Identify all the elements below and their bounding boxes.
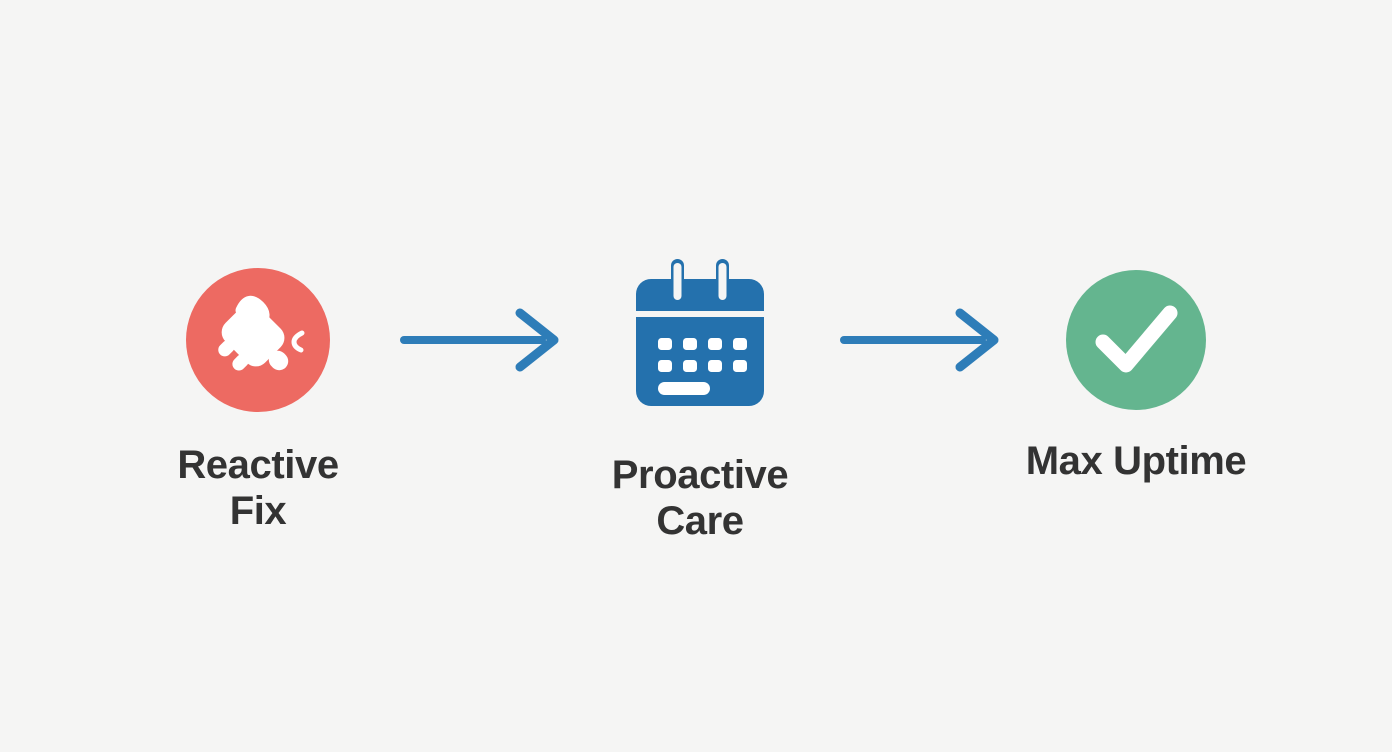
max-uptime-icon-badge	[1065, 269, 1207, 411]
arrow-right-icon	[840, 308, 999, 372]
broken-plug-icon	[186, 268, 330, 412]
arrow-right-icon	[400, 308, 559, 372]
flow-step-label: Max Uptime	[1025, 439, 1247, 483]
flow-connector-one	[392, 303, 568, 377]
flow-step-max-uptime[interactable]: Max Uptime	[993, 269, 1279, 485]
flow-connector-two	[832, 303, 1008, 377]
flow-step-proactive-care[interactable]: Proactive Care	[557, 255, 843, 544]
flow-step-label: Proactive Care	[611, 453, 789, 543]
calendar-icon	[636, 259, 764, 406]
reactive-fix-icon-badge	[185, 267, 331, 413]
flow-step-label: Reactive Fix	[177, 443, 339, 533]
flow-step-reactive-fix[interactable]: Reactive Fix	[115, 267, 401, 534]
check-circle-icon	[1066, 270, 1206, 410]
proactive-care-icon-badge	[625, 255, 775, 411]
